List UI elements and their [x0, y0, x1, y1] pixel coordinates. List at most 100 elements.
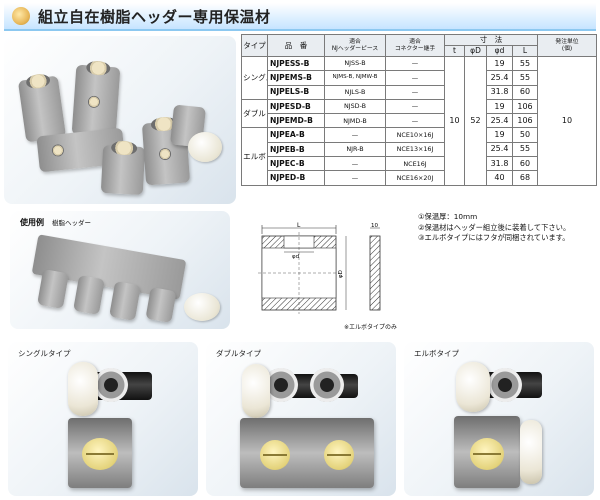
plug-disc	[324, 440, 354, 470]
row-piece: —	[324, 127, 386, 143]
side-view	[369, 235, 381, 311]
row-connector: —	[385, 113, 445, 129]
header-connector: 適合 コネクター継手	[385, 34, 445, 57]
label-phid: φd	[292, 254, 299, 260]
row-phid: 31.8	[486, 84, 513, 100]
single-type-photo: シングルタイプ	[8, 342, 198, 496]
shared-unit: 10	[537, 56, 597, 186]
plug-disc	[260, 440, 290, 470]
row-phid: 19	[486, 98, 513, 115]
row-piece: NJSS-B	[324, 55, 386, 72]
row-connector: —	[385, 98, 445, 115]
row-phid: 25.4	[486, 70, 513, 86]
table-row: NJPEMD-B NJMD-B — 25.4 106	[242, 113, 597, 129]
drawing-note: ※エルボタイプのみ	[344, 324, 398, 331]
header-L: L	[512, 45, 538, 57]
row-L: 55	[512, 141, 538, 158]
insulation-block	[109, 281, 141, 321]
insulation-block	[73, 275, 105, 315]
row-L: 68	[512, 170, 538, 186]
row-name: NJPESD-B	[267, 98, 325, 115]
table-row: NJPEMS-B NJMS-B, NJMW-B — 25.4 55	[242, 70, 597, 86]
row-connector: NCE13×16J	[385, 141, 445, 158]
fitting-nut	[488, 368, 522, 402]
row-phid: 25.4	[486, 113, 513, 129]
usage-title: 使用例	[20, 218, 44, 227]
header-name: 品 番	[267, 34, 325, 57]
title-bar: 組立自在樹脂ヘッダー専用保温材	[4, 3, 596, 31]
insulation-block	[37, 269, 69, 309]
elbow-lid	[520, 420, 542, 484]
insulation-block	[68, 418, 132, 488]
row-L: 55	[512, 70, 538, 86]
shared-phiD: 52	[464, 56, 487, 186]
usage-example-photo: 使用例 樹脂ヘッダー	[10, 211, 230, 329]
row-L: 50	[512, 127, 538, 143]
fitting-nut	[310, 368, 344, 402]
row-connector: NCE16J	[385, 156, 445, 172]
cap-disc	[188, 132, 222, 162]
white-insulation	[456, 362, 490, 412]
elbow-type-photo: エルボタイプ	[404, 342, 594, 496]
label-ten: 10	[371, 223, 378, 229]
pipe-piece	[71, 60, 121, 138]
table-row: NJPED-B — NCE16×20J 40 68	[242, 170, 597, 186]
row-L: 60	[512, 84, 538, 100]
header-phid: φd	[486, 45, 513, 57]
row-L: 55	[512, 55, 538, 72]
spec-table: タイプ 品 番 適合 NJヘッダーピース 適合 コネクター継手 寸 法 発注単位…	[241, 34, 597, 186]
note-item: ①保温厚：10mm	[418, 212, 478, 221]
row-name: NJPEMD-B	[267, 113, 325, 129]
page-title: 組立自在樹脂ヘッダー専用保温材	[38, 7, 271, 26]
header-dims: 寸 法	[444, 34, 538, 46]
row-connector: —	[385, 55, 445, 72]
label-phiD: φD	[338, 270, 344, 278]
row-L: 60	[512, 156, 538, 172]
row-connector: NCE10×16J	[385, 127, 445, 143]
product-photo	[4, 36, 236, 204]
note-item: ②保温材はヘッダー組立後に装着して下さい。	[418, 222, 571, 232]
insulation-block	[454, 416, 520, 488]
header-t: t	[444, 45, 465, 57]
row-piece: NJSD-B	[324, 98, 386, 115]
row-piece: NJMS-B, NJMW-B	[324, 70, 386, 86]
usage-label: 使用例 樹脂ヘッダー	[20, 217, 91, 228]
header-piece: 適合 NJヘッダーピース	[324, 34, 386, 57]
row-phid: 19	[486, 127, 513, 143]
row-name: NJPEMS-B	[267, 70, 325, 86]
plug-disc	[470, 438, 504, 470]
row-connector: —	[385, 70, 445, 86]
row-piece: —	[324, 170, 386, 186]
header-phiD: φD	[464, 45, 487, 57]
table-row: エルボ NJPEA-B — NCE10×16J 19 50	[241, 127, 597, 186]
row-phid: 25.4	[486, 141, 513, 158]
row-phid: 19	[486, 55, 513, 72]
table-row: NJPEB-B NJR-B NCE13×16J 25.4 55	[242, 141, 597, 158]
insulation-block	[240, 418, 374, 488]
row-name: NJPELS-B	[267, 84, 325, 100]
header-unit: 発注単位 (個)	[537, 34, 597, 57]
plug-disc	[82, 438, 118, 470]
row-name: NJPEB-B	[267, 141, 325, 158]
table-row: NJPEC-B — NCE16J 31.8 60	[242, 156, 597, 172]
shared-t: 10	[444, 56, 465, 186]
row-name: NJPEA-B	[267, 127, 325, 143]
double-type-photo: ダブルタイプ	[206, 342, 396, 496]
cap-disc	[184, 293, 220, 321]
fitting-nut	[94, 368, 128, 402]
technical-drawing: L φd φD 10	[258, 222, 381, 314]
panel-label-double: ダブルタイプ	[216, 349, 261, 358]
panel-label-elbow: エルボタイプ	[414, 349, 459, 358]
type-single: シングル	[241, 56, 268, 100]
note-item: ③エルボタイプにはフタが同梱されています。	[418, 233, 570, 242]
row-connector: NCE16×20J	[385, 170, 445, 186]
row-name: NJPESS-B	[267, 55, 325, 72]
row-piece: NJR-B	[324, 141, 386, 158]
row-name: NJPEC-B	[267, 156, 325, 172]
product-icon	[12, 7, 30, 25]
label-L: L	[297, 222, 301, 229]
row-connector: —	[385, 84, 445, 100]
pipe-piece	[100, 140, 146, 196]
usage-subtitle: 樹脂ヘッダー	[52, 219, 91, 227]
type-elbow: エルボ	[241, 127, 268, 186]
